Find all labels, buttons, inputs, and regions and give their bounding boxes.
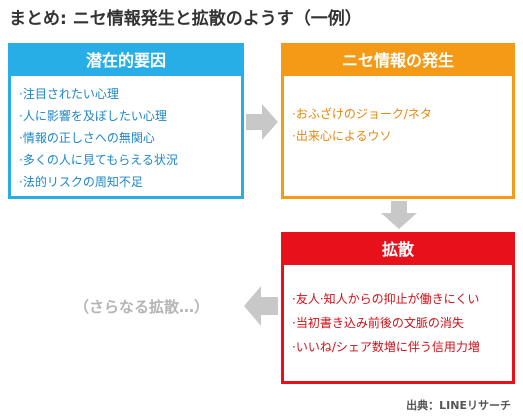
- list-item: ·当初書き込み前後の文脈の消失: [292, 316, 464, 330]
- list-item: ·人に影響を及ぼしたい心理: [19, 109, 167, 123]
- misinformation-occurrence-list: ·おふざけのジョーク/ネタ ·出来心によるウソ: [284, 76, 512, 147]
- further-spread-label: （さらなる拡散…）: [74, 298, 210, 316]
- arrow-right-icon: [246, 104, 278, 140]
- spread-heading: 拡散: [284, 235, 512, 265]
- arrow-left-icon: [244, 286, 278, 326]
- list-item: ·いいね/シェア数増に伴う信用力増: [292, 340, 480, 354]
- spread-box: 拡散 ·友人·知人からの抑止が働きにくい ·当初書き込み前後の文脈の消失 ·いい…: [281, 232, 515, 384]
- arrow-down-icon: [381, 201, 417, 229]
- spread-list: ·友人·知人からの抑止が働きにくい ·当初書き込み前後の文脈の消失 ·いいね/シ…: [284, 265, 512, 359]
- misinformation-occurrence-heading: ニセ情報の発生: [284, 46, 512, 76]
- list-item: ·多くの人に見てもらえる状況: [19, 153, 178, 167]
- list-item: ·法的リスクの周知不足: [19, 175, 143, 189]
- list-item: ·情報の正しさへの無関心: [19, 131, 155, 145]
- list-item: ·友人·知人からの抑止が働きにくい: [292, 292, 480, 306]
- page-title: まとめ: ニセ情報発生と拡散のようす（一例）: [9, 9, 362, 29]
- potential-causes-list: ·注目されたい心理 ·人に影響を及ぼしたい心理 ·情報の正しさへの無関心 ·多く…: [11, 76, 241, 193]
- list-item: ·おふざけのジョーク/ネタ: [292, 107, 432, 121]
- potential-causes-heading: 潜在的要因: [11, 46, 241, 76]
- source-credit: 出典：LINEリサーチ: [406, 399, 511, 412]
- misinformation-occurrence-box: ニセ情報の発生 ·おふざけのジョーク/ネタ ·出来心によるウソ: [281, 43, 515, 199]
- list-item: ·出来心によるウソ: [292, 129, 392, 143]
- potential-causes-box: 潜在的要因 ·注目されたい心理 ·人に影響を及ぼしたい心理 ·情報の正しさへの無…: [8, 43, 244, 199]
- list-item: ·注目されたい心理: [19, 87, 119, 101]
